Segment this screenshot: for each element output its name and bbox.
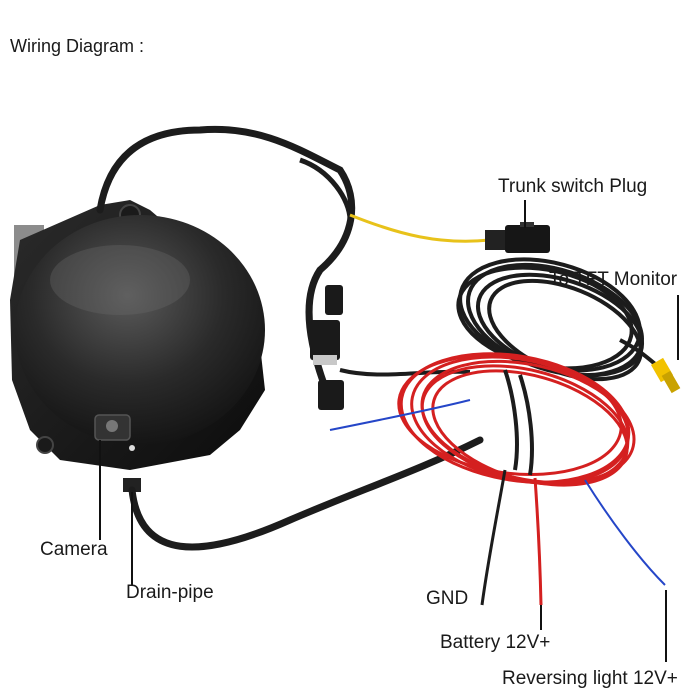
camera-housing [10,200,265,492]
dome-highlight [50,245,190,315]
camera-dome [15,215,265,445]
plug-boot [485,230,505,250]
plug-latch [520,222,534,227]
wire-loom [96,125,356,404]
battery-wire [533,477,543,606]
camera-lens [106,420,118,432]
connector-body [325,285,343,315]
plug-housing [505,225,550,253]
diagram-title: Wiring Diagram : [10,36,145,56]
drain-fitting [123,478,141,492]
gnd-wire [480,469,507,606]
connector-body [318,380,344,410]
mounting-screw [36,436,54,454]
power-wire-coil [397,352,636,487]
rca-connector [650,357,681,394]
drain-pipe-cable [128,436,484,551]
blue-wire [329,399,471,431]
rca-tip [661,370,681,394]
wire-loom-branch [299,157,353,221]
reversing-light-wire [584,479,666,586]
trunk-switch-plug [485,222,550,253]
label-to-tft-monitor: To TFT Monitor [549,269,678,290]
trunk-switch-wire [349,213,491,243]
connector-body [310,320,340,360]
label-reversing-light: Reversing light 12V+ [502,668,678,689]
label-battery: Battery 12V+ [440,632,551,653]
coil-ties [503,369,534,476]
connector-ring [313,355,337,365]
led-dot [129,445,135,451]
label-trunk-switch-plug: Trunk switch Plug [498,176,648,197]
inline-connector [310,285,344,410]
label-drain-pipe: Drain-pipe [126,582,214,603]
label-gnd: GND [426,588,469,609]
label-camera: Camera [40,539,108,560]
leader-lines [99,200,679,662]
